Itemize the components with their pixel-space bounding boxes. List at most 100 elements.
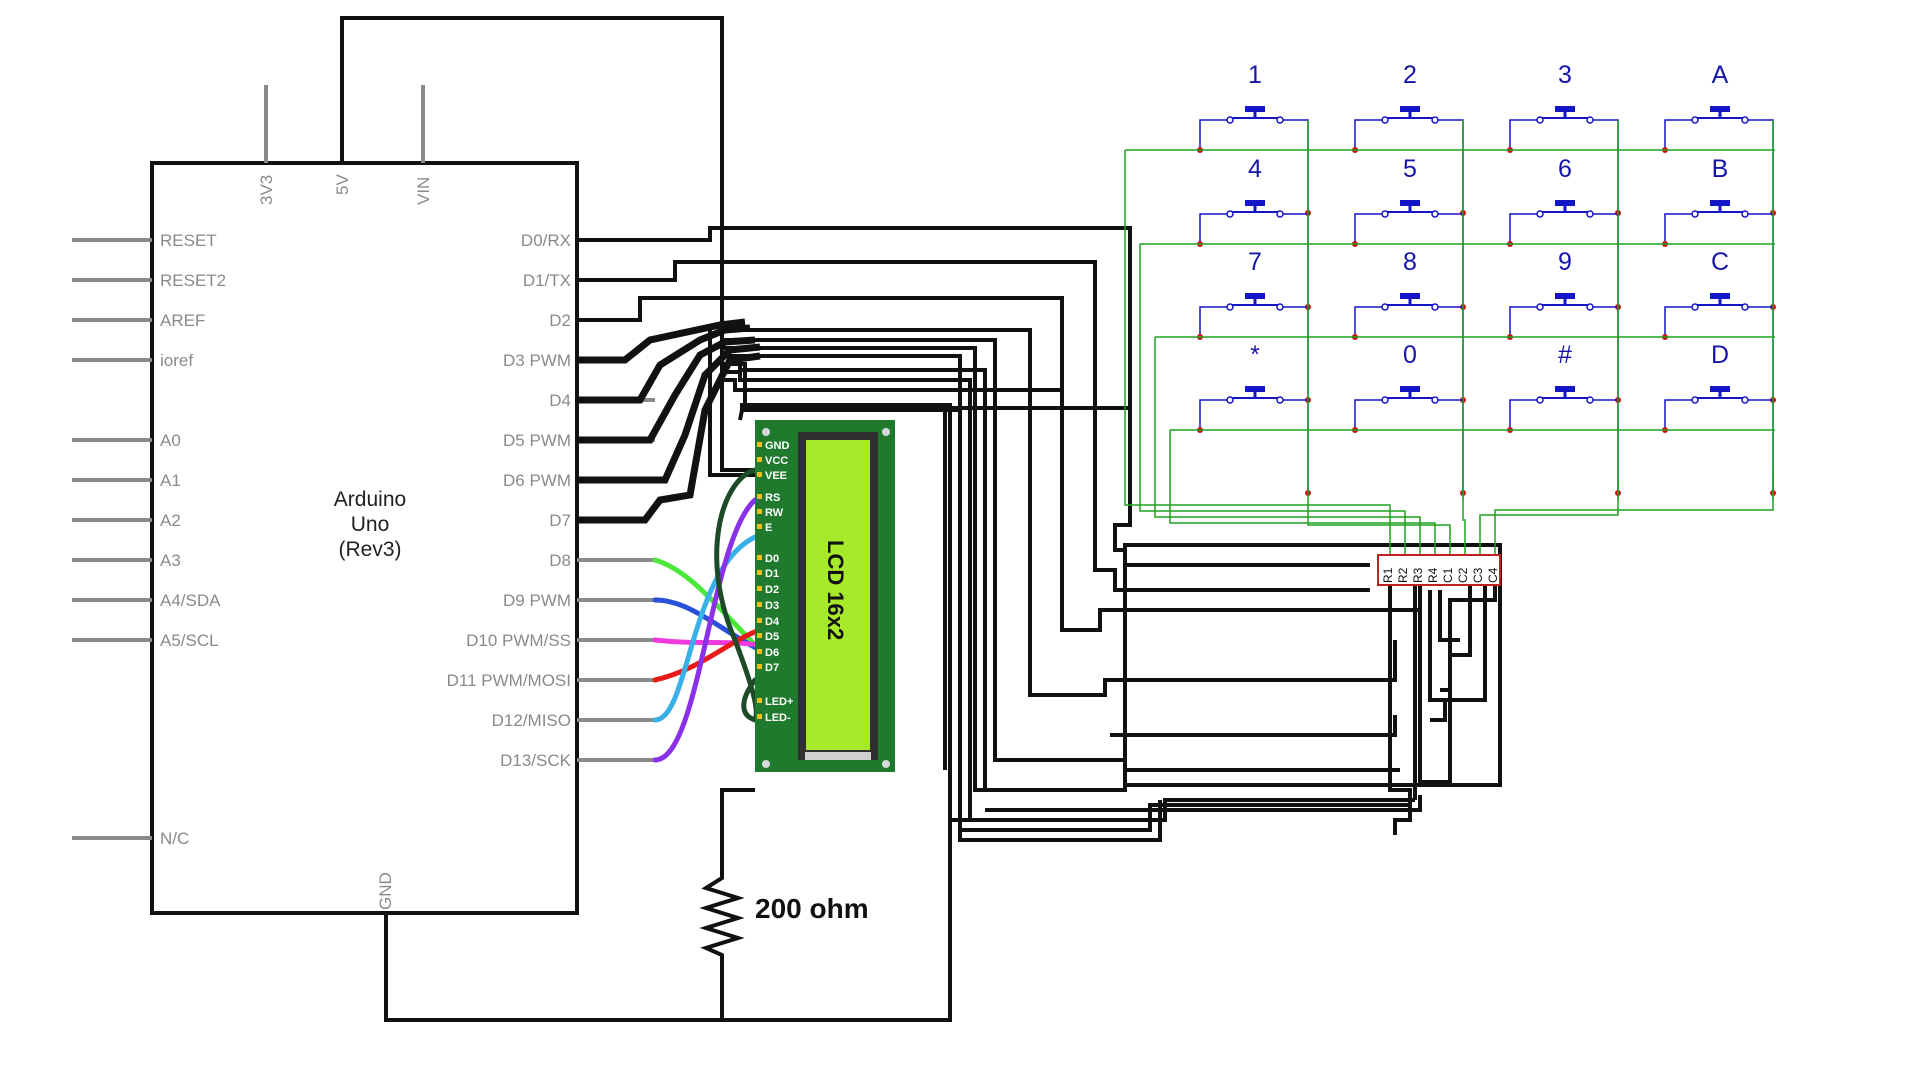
key-leg [1664, 306, 1692, 337]
key-leg [1199, 213, 1227, 244]
key-switch-button [1400, 293, 1420, 299]
key-contact [1586, 210, 1594, 218]
key-switch-button [1245, 200, 1265, 206]
pin-a4-label: A4/SDA [160, 591, 221, 610]
lcd-pin-label: RW [765, 507, 784, 519]
row-feed-wire [1139, 244, 1406, 555]
lcd-pin-pad [757, 442, 762, 447]
key-contact [1741, 303, 1749, 311]
header-pin-label: C2 [1456, 567, 1470, 583]
key-contact [1276, 303, 1284, 311]
key-contact [1226, 210, 1234, 218]
key-label: 8 [1403, 248, 1417, 276]
key-contact [1536, 303, 1544, 311]
key-switch-button [1555, 106, 1575, 112]
pin-d2-label: D2 [549, 311, 571, 330]
pin-d8-label: D8 [549, 551, 571, 570]
pin-aref-label: AREF [160, 311, 205, 330]
pin-d5-label: D5 PWM [503, 431, 571, 450]
pin-d1-label: D1/TX [523, 271, 571, 290]
lcd-pin-pad [757, 472, 762, 477]
header-pin-label: C4 [1486, 567, 1500, 583]
key-contact [1536, 116, 1544, 124]
lcd-pin-label: D6 [765, 647, 779, 659]
lcd-pin-label: D3 [765, 600, 779, 612]
key-contact [1276, 396, 1284, 404]
key-leg [1664, 399, 1692, 430]
pin-a1-label: A1 [160, 471, 181, 490]
key-contact [1226, 396, 1234, 404]
pin-reset-label: RESET [160, 231, 217, 250]
pin-d12-label: D12/MISO [492, 711, 571, 730]
key-label: B [1712, 155, 1729, 183]
arduino-name-line2: Uno [351, 513, 390, 536]
key-label: 3 [1558, 61, 1572, 89]
lcd-pin-label: D2 [765, 584, 779, 596]
key-contact [1381, 210, 1389, 218]
key-contact [1586, 303, 1594, 311]
lcd-pin-pad [757, 570, 762, 575]
resistor-label: 200 ohm [755, 893, 869, 924]
key-leg [1509, 213, 1537, 244]
key-switch-button [1710, 293, 1730, 299]
lcd-label: LCD 16x2 [823, 540, 848, 640]
colored-wires [652, 467, 763, 763]
key-switch-button [1710, 386, 1730, 392]
key-contact [1741, 210, 1749, 218]
key-switch-button [1710, 106, 1730, 112]
pin-a3-label: A3 [160, 551, 181, 570]
key-leg [1593, 119, 1619, 213]
key-contact [1226, 116, 1234, 124]
header-pin-label: R2 [1396, 567, 1410, 583]
arduino-name-line1: Arduino [334, 488, 406, 511]
key-contact [1381, 396, 1389, 404]
key-label: # [1558, 341, 1572, 369]
key-leg [1748, 306, 1774, 400]
arduino-board: 3V3 5V VIN RESET RESET2 AREF ioref A0 A1… [72, 85, 655, 915]
key-leg [1438, 119, 1464, 213]
lcd-pin-pad [757, 457, 762, 462]
pin-d13-label: D13/SCK [500, 751, 572, 770]
pin-a2-label: A2 [160, 511, 181, 530]
lcd-module: LCD 16x2 GNDVCCVEERSRWED0D1D2D3D4D5D6D7L… [755, 420, 895, 772]
key-contact [1276, 210, 1284, 218]
key-contact [1586, 116, 1594, 124]
key-contact [1691, 396, 1699, 404]
key-leg [1354, 399, 1382, 430]
lcd-pin-label: D5 [765, 631, 779, 643]
key-leg [1748, 213, 1774, 307]
lcd-pin-label: VCC [765, 455, 788, 467]
key-switch-button [1555, 200, 1575, 206]
pin-d10-label: D10 PWM/SS [466, 631, 571, 650]
lcd-pin-label: D0 [765, 553, 779, 565]
key-contact [1226, 303, 1234, 311]
lcd-pin-pad [757, 618, 762, 623]
key-label: D [1711, 341, 1729, 369]
key-leg [1593, 399, 1619, 493]
key-leg [1509, 119, 1537, 150]
key-switch-button [1245, 386, 1265, 392]
lcd-pin-label: D7 [765, 662, 779, 674]
key-leg [1354, 306, 1382, 337]
header-pin-label: R3 [1411, 567, 1425, 583]
column-feed-wire [1462, 490, 1466, 555]
key-switch-button [1555, 386, 1575, 392]
lcd-pin-label: VEE [765, 470, 787, 482]
header-pin-label: C3 [1471, 567, 1485, 583]
resistor: 200 ohm [699, 850, 869, 965]
row-feed-wire [1169, 430, 1436, 555]
key-contact [1586, 396, 1594, 404]
key-contact [1741, 396, 1749, 404]
header-pin-label: R1 [1381, 567, 1395, 583]
key-leg [1283, 306, 1309, 400]
key-switch-button [1710, 200, 1730, 206]
key-leg [1199, 306, 1227, 337]
header-pin-label: C1 [1441, 567, 1455, 583]
key-contact [1691, 210, 1699, 218]
key-leg [1354, 119, 1382, 150]
key-label: 0 [1403, 341, 1417, 369]
row-feed-wire [1124, 150, 1391, 555]
pin-d3-label: D3 PWM [503, 351, 571, 370]
